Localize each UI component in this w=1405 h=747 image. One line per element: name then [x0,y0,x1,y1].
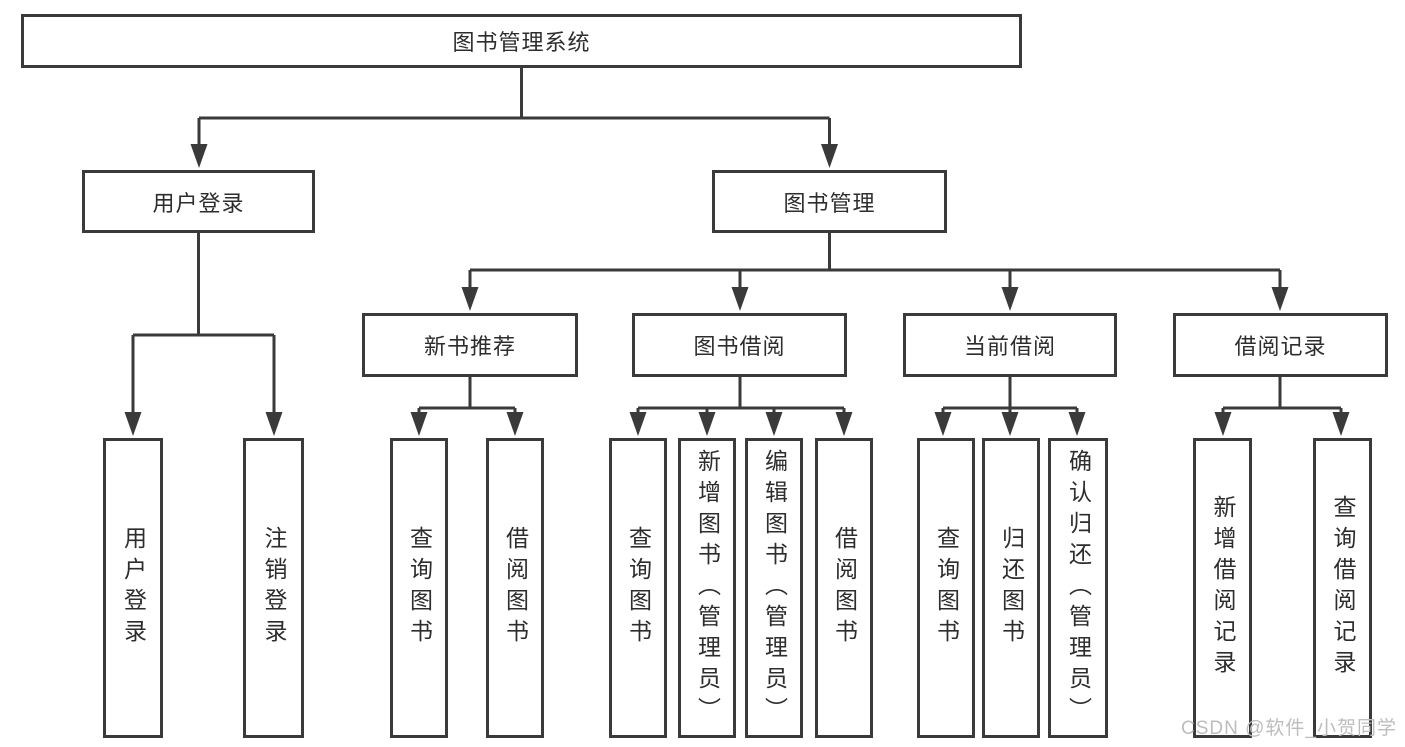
node-label: 新增图书（管理员） [694,448,721,728]
node-book-borrowing: 图书借阅 [632,313,847,377]
leaf-return-books: 归还图书 [982,438,1040,738]
leaf-query-books-recommend: 查询图书 [390,438,448,738]
leaf-query-books-current: 查询图书 [917,438,975,738]
leaf-add-borrow-record: 新增借阅记录 [1193,438,1252,738]
arrow-down-icon [1001,412,1019,436]
arrow-down-icon [835,412,853,436]
arrow-down-icon [934,412,952,436]
node-label: 确认归还（管理员） [1065,448,1092,728]
leaf-query-borrow-record: 查询借阅记录 [1313,438,1372,738]
arrow-down-icon [410,412,428,436]
leaf-query-books-borrow: 查询图书 [609,438,667,738]
arrow-down-icon [506,412,524,436]
node-label: 新增借阅记录 [1210,495,1236,681]
arrow-down-icon [698,412,716,436]
arrow-down-icon [765,412,783,436]
node-label: 当前借阅 [963,334,1056,359]
node-current-borrowing: 当前借阅 [903,313,1117,377]
leaf-borrow-books-recommend: 借阅图书 [486,438,544,738]
node-label: 借阅图书 [502,526,529,650]
node-label: 查询图书 [625,526,652,650]
arrow-down-icon [1271,287,1289,311]
node-label: 借阅图书 [831,526,858,650]
arrow-down-icon [124,412,142,436]
arrow-down-icon [629,412,647,436]
node-new-book-recommendation: 新书推荐 [362,313,578,377]
arrow-down-icon [821,144,838,168]
arrow-down-icon [265,412,283,436]
arrow-down-icon [1068,412,1086,436]
node-label: 用户登录 [120,526,147,650]
node-label: 图书借阅 [693,334,786,359]
arrow-down-icon [1001,287,1019,311]
node-label: 用户登录 [152,190,245,216]
csdn-watermark: CSDN @软件_小贺同学 [1181,718,1397,739]
node-borrowing-records: 借阅记录 [1173,313,1388,377]
node-user-login: 用户登录 [82,170,315,233]
arrow-down-icon [731,287,749,311]
node-label: 注销登录 [261,526,287,650]
node-label: 查询借阅记录 [1330,495,1356,681]
node-label: 图书管理 [783,190,876,216]
node-label: 新书推荐 [423,334,516,359]
leaf-user-login: 用户登录 [103,438,163,738]
node-label: 编辑图书（管理员） [761,448,788,728]
node-library-management-system: 图书管理系统 [21,14,1022,68]
leaf-logout: 注销登录 [243,438,304,738]
leaf-edit-books-admin: 编辑图书（管理员） [745,438,803,738]
arrow-down-icon [1332,412,1350,436]
arrow-down-icon [1214,412,1232,436]
node-label: 借阅记录 [1234,334,1327,359]
leaf-confirm-return-admin: 确认归还（管理员） [1048,438,1108,738]
leaf-add-books-admin: 新增图书（管理员） [678,438,736,738]
node-label: 归还图书 [998,526,1025,650]
node-label: 查询图书 [933,526,960,650]
node-label: 图书管理系统 [452,30,591,55]
node-book-management: 图书管理 [712,170,947,233]
leaf-borrow-books: 借阅图书 [815,438,873,738]
arrow-down-icon [190,144,208,168]
node-label: 查询图书 [406,526,433,650]
arrow-down-icon [461,287,479,311]
